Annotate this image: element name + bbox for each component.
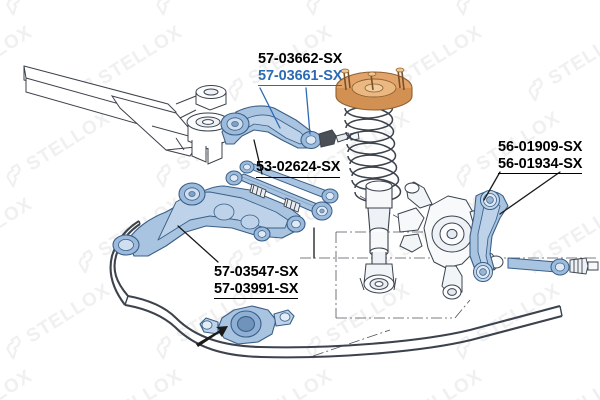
callout-underline — [214, 298, 299, 299]
part-number: 57-03547-SX — [214, 264, 299, 280]
part-number: 57-03991-SX — [214, 280, 299, 297]
part-number: 56-01909-SX — [498, 139, 583, 155]
part-number: 57-03661-SX — [258, 67, 343, 84]
part-number: 57-03662-SX — [258, 51, 343, 67]
part-number: 53-02624-SX — [256, 159, 341, 175]
callout-upper-control-arm: 53-02624-SX — [256, 159, 340, 178]
callout-underline — [498, 173, 583, 174]
callout-underline — [258, 85, 343, 86]
callout-underline — [256, 176, 341, 178]
part-number: 56-01934-SX — [498, 155, 583, 172]
